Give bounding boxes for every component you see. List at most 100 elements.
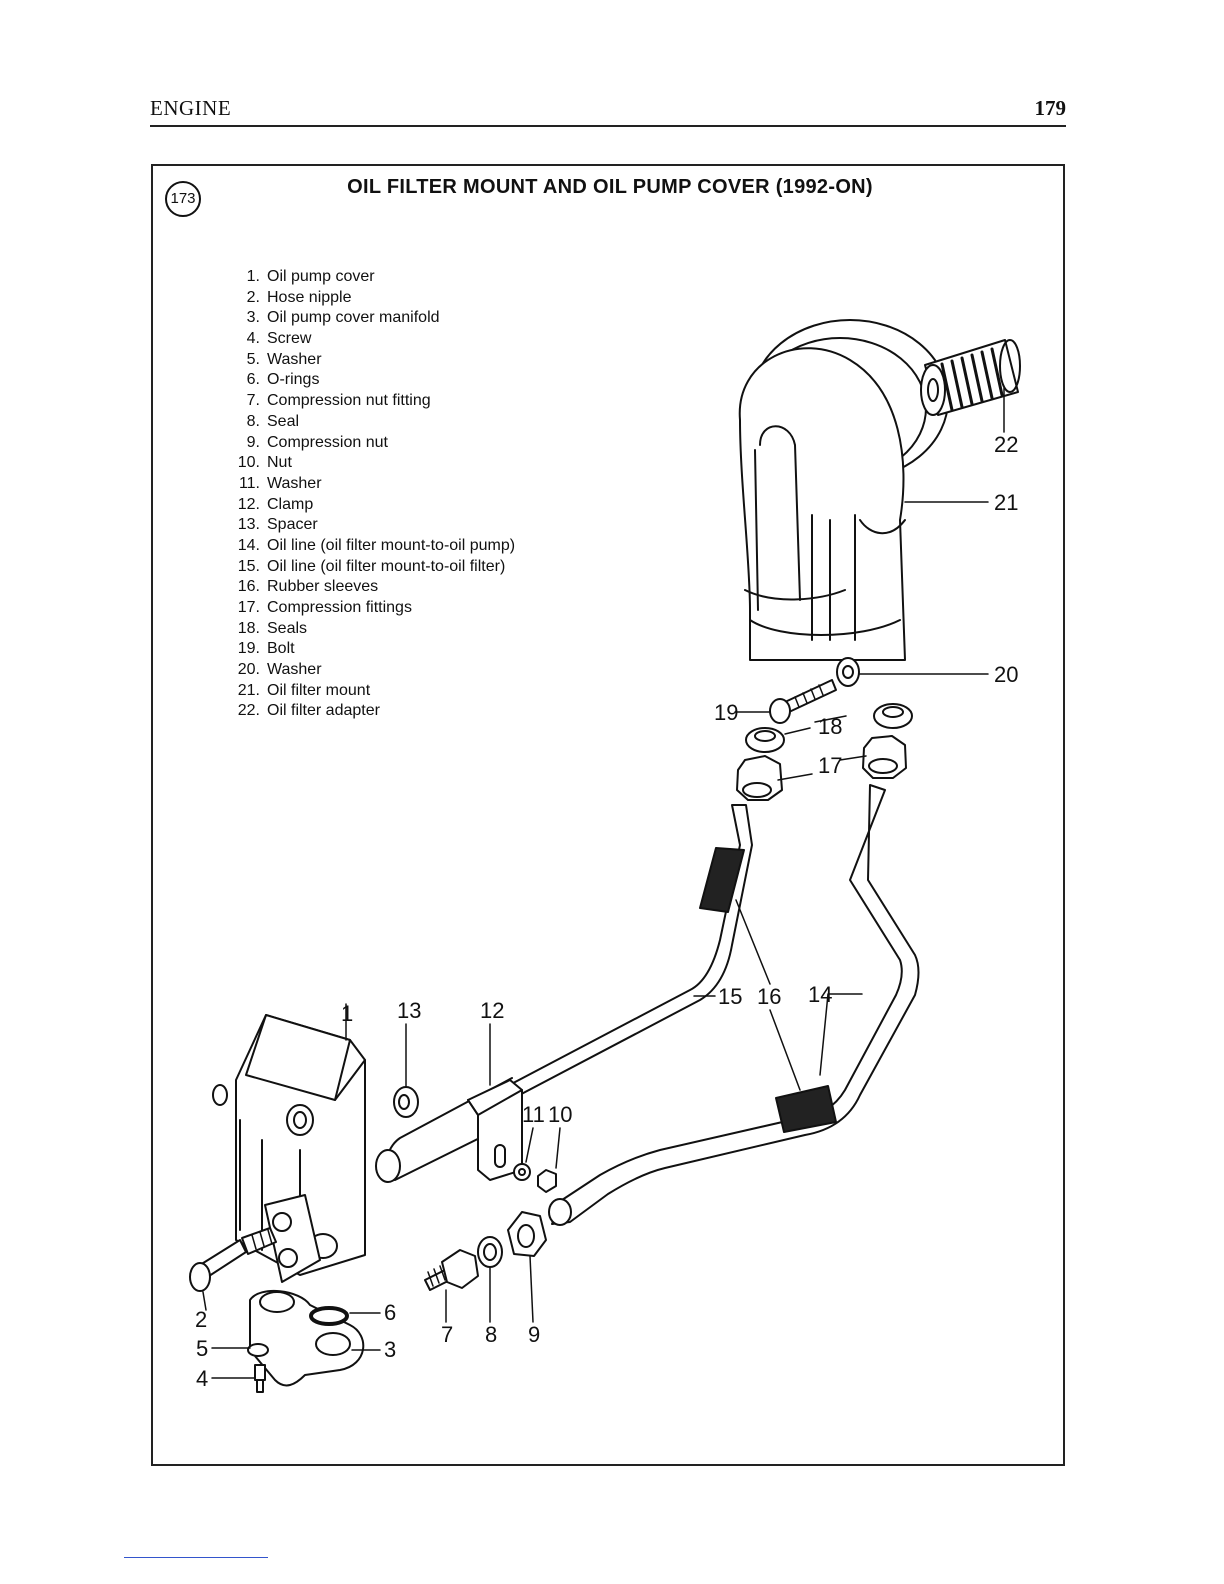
legend-item: 15. Oil line (oil filter mount-to-oil fil… <box>232 557 515 578</box>
callout-2: 2 <box>195 1307 207 1332</box>
legend-label: Washer <box>267 474 322 492</box>
callout-12: 12 <box>480 998 504 1023</box>
legend-label: Oil filter mount <box>267 681 371 699</box>
legend-label: Oil pump cover <box>267 268 375 285</box>
legend-item: 17. Compression fittings <box>232 598 515 619</box>
callout-21: 21 <box>994 490 1018 515</box>
callout-9: 9 <box>528 1322 540 1347</box>
callout-15: 15 <box>718 984 742 1009</box>
legend-item: 8.Seal <box>232 412 515 433</box>
callout-16: 16 <box>757 984 781 1009</box>
legend-item: 12. Clamp <box>232 495 515 516</box>
legend-number: 12. <box>237 495 260 513</box>
legend-item: 10. Nut <box>232 453 515 474</box>
legend-number: 2. <box>246 288 260 306</box>
screw-and-washer-drawing <box>247 1343 269 1393</box>
callout-11: 11 <box>522 1102 545 1127</box>
oil-line-14-drawing <box>548 784 920 1226</box>
callout-17: 17 <box>818 753 842 778</box>
legend-number: 11. <box>238 474 260 492</box>
legend-label: Seal <box>267 412 300 430</box>
legend-label: Compression nut fitting <box>267 392 431 410</box>
legend-label: Screw <box>267 330 312 348</box>
legend-item: 2. Hose nipple <box>232 288 515 309</box>
callout-1: 1 <box>341 1001 353 1026</box>
legend-number: 17. <box>237 599 260 616</box>
figure-title: OIL FILTER MOUNT AND OIL PUMP COVER (199… <box>347 176 873 198</box>
oil-filter-mount-drawing <box>738 319 949 661</box>
page-number: 179 <box>1034 96 1067 120</box>
legend-label: Nut <box>267 454 292 472</box>
legend-number: 20. <box>237 661 260 679</box>
legend-label: Oil line (oil filter mount-to-oil pump) <box>267 536 516 554</box>
callout-5: 5 <box>196 1336 208 1361</box>
legend-item: 5. Washer <box>232 350 515 371</box>
callout-14: 14 <box>808 982 832 1007</box>
legend-number: 18. <box>237 619 260 637</box>
legend-number: 19. <box>237 640 260 658</box>
legend-label: Compression fittings <box>267 599 412 616</box>
running-header-section: ENGINE <box>150 96 232 120</box>
callout-7: 7 <box>441 1322 453 1347</box>
legend-item: 3. Oil pump cover manifold <box>232 308 515 329</box>
legend-item: 6. O-rings <box>232 370 515 391</box>
legend-number: 3. <box>246 309 260 327</box>
legend-label: Hose nipple <box>267 288 352 306</box>
legend-label: Oil line (oil filter mount-to-oil filter… <box>267 557 506 575</box>
figure-number: 173 <box>165 181 201 217</box>
bolt-and-washer-drawing <box>769 657 860 724</box>
legend-number: 15. <box>237 557 260 575</box>
legend-label: Rubber sleeves <box>267 578 379 596</box>
legend-item: 1.Oil pump cover <box>232 267 515 288</box>
legend-label: Washer <box>267 661 322 679</box>
legend-item: 19. Bolt <box>232 639 515 660</box>
legend-label: O-rings <box>267 371 320 389</box>
callout-20: 20 <box>994 662 1018 687</box>
callout-18: 18 <box>818 714 842 739</box>
callout-6: 6 <box>384 1300 396 1325</box>
legend-item: 4. Screw <box>232 329 515 350</box>
legend-label: Washer <box>267 350 322 368</box>
legend-label: Clamp <box>267 495 314 513</box>
oil-pump-cover-drawing <box>212 1014 366 1283</box>
legend-label: Seals <box>267 619 308 637</box>
parts-legend: 1.Oil pump cover 2. Hose nipple 3. Oil pum… <box>232 267 515 722</box>
legend-label: Spacer <box>267 516 318 534</box>
legend-number: 22. <box>237 702 260 720</box>
callout-numbers: 1 2 3 4 5 6 7 8 9 10 11 12 13 14 15 16 1… <box>195 432 1018 1391</box>
figure-frame <box>151 164 1065 1466</box>
legend-item: 11. Washer <box>232 474 515 495</box>
legend-number: 13. <box>237 516 260 534</box>
legend-item: 14. Oil line (oil filter mount-to-oil pum… <box>232 536 515 557</box>
callout-13: 13 <box>397 998 421 1023</box>
legend-label: Oil filter adapter <box>267 702 380 720</box>
legend-number: 14. <box>237 536 260 554</box>
hose-nipple-drawing <box>189 1227 277 1292</box>
legend-number: 16. <box>237 578 260 596</box>
legend-item: 13. Spacer <box>232 515 515 536</box>
legend-label: Bolt <box>267 640 295 658</box>
seals-and-fittings-drawing <box>736 703 913 801</box>
legend-number: 6. <box>246 371 260 389</box>
oil-filter-adapter-drawing <box>920 339 1021 416</box>
legend-item: 18. Seals <box>232 619 515 640</box>
callout-10: 10 <box>548 1102 572 1127</box>
callout-3: 3 <box>384 1337 396 1362</box>
header-rule <box>150 125 1066 127</box>
callout-4: 4 <box>196 1366 208 1391</box>
legend-number: 5. <box>246 350 260 368</box>
callout-19: 19 <box>714 700 738 725</box>
legend-label: Oil pump cover manifold <box>267 309 440 327</box>
legend-number: 10. <box>237 454 260 472</box>
leader-lines <box>202 387 1005 1379</box>
legend-item: 16. Rubber sleeves <box>232 577 515 598</box>
legend-number: 9. <box>246 433 260 451</box>
footer-link-underline <box>124 1557 268 1558</box>
legend-number: 4. <box>246 330 260 348</box>
callout-8: 8 <box>485 1322 497 1347</box>
legend-item: 7.Compression nut fitting <box>232 391 515 412</box>
legend-item: 22. Oil filter adapter <box>232 701 515 722</box>
legend-item: 21.Oil filter mount <box>232 681 515 702</box>
legend-item: 20. Washer <box>232 660 515 681</box>
